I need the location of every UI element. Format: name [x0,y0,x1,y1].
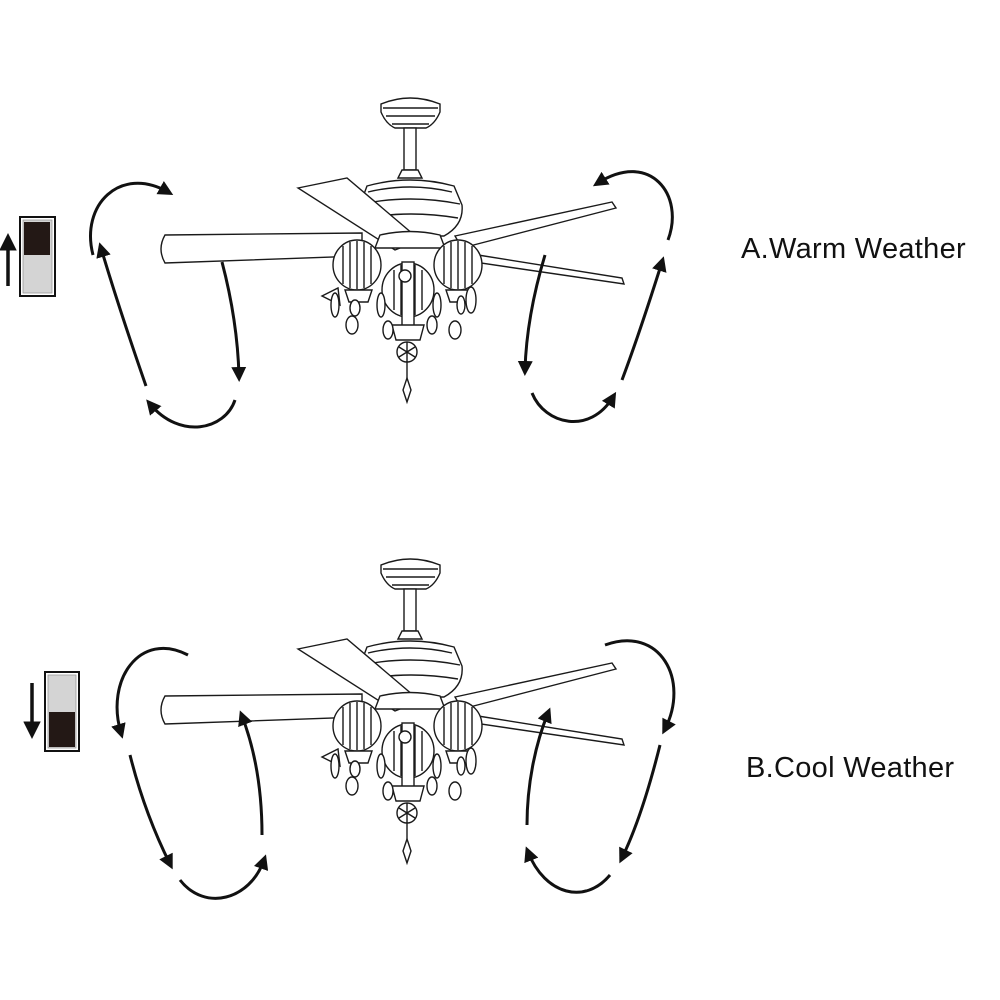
warm-weather-label: A.Warm Weather [741,233,966,265]
downdraft-arrows [111,639,676,900]
cool-weather-label: B.Cool Weather [746,752,955,784]
warm-weather-fan [160,97,625,403]
switch-down-icon [23,671,80,752]
switch-up-icon [0,216,56,297]
updraft-arrows [89,170,674,429]
cool-weather-fan [160,558,625,864]
